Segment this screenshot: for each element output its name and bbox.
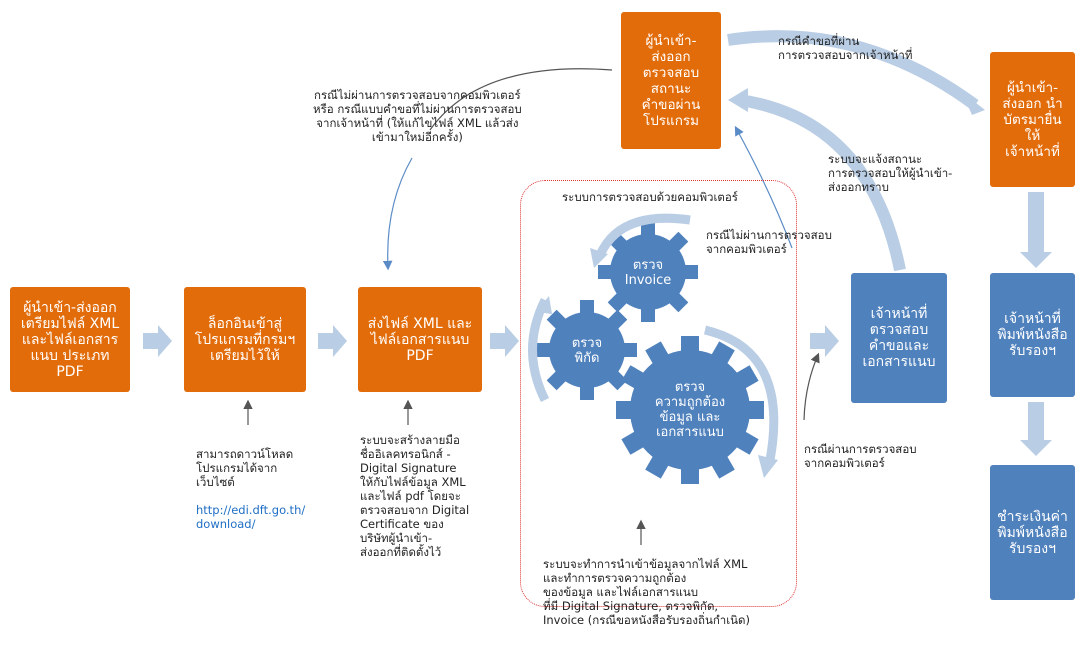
box-importer-prepare: ผู้นำเข้า-ส่งออก เตรียมไฟล์ XML และไฟล์เ…	[10, 287, 130, 392]
gear-invoice-icon	[598, 222, 698, 322]
import-note: ระบบจะทำการนำเข้าข้อมูลจากไฟล์ XML และทำ…	[543, 557, 750, 627]
system-notify-note: ระบบจะแจ้งสถานะ การตรวจสอบให้ผู้นำเข้า- …	[828, 152, 953, 194]
box-login: ล็อกอินเข้าสู่ โปรแกรมที่กรมฯ เตรียมไว้ใ…	[184, 287, 306, 392]
box-pay-fee: ชำระเงินค่า พิมพ์หนังสือ รับรองฯ	[990, 465, 1075, 600]
flow-arrows	[143, 192, 1052, 456]
gear-tariff-icon	[537, 300, 637, 400]
computer-pass-note: กรณีผ่านการตรวจสอบ จากคอมพิวเตอร์	[804, 442, 917, 470]
computer-check-region	[520, 180, 797, 607]
gear-group	[537, 222, 764, 484]
box-bring-card: ผู้นำเข้า- ส่งออก นำ บัตรมายื่น ให้ เจ้า…	[990, 52, 1075, 187]
download-text: สามารถดาวน์โหลด โปรแกรมได้จาก เว็บไซต์	[196, 447, 294, 489]
gear-tariff-label: ตรวจ พิกัด	[571, 336, 603, 366]
box-check-status: ผู้นำเข้า- ส่งออก ตรวจสอบ สถานะ คำขอผ่าน…	[621, 12, 721, 149]
computer-fail-note: กรณีไม่ผ่านการตรวจสอบ จากคอมพิวเตอร์	[706, 228, 832, 256]
officer-pass-note: กรณีคำขอที่ผ่าน การตรวจสอบจากเจ้าหน้าที่	[778, 34, 913, 62]
computer-system-title: ระบบการตรวจสอบด้วยคอมพิวเตอร์	[562, 190, 738, 204]
box-officer-print: เจ้าหน้าที่ พิมพ์หนังสือ รับรองฯ	[990, 273, 1075, 397]
signature-note: ระบบจะสร้างลายมือ ชื่ออิเลคทรอนิกส์ - Di…	[360, 433, 470, 559]
box-officer-check: เจ้าหน้าที่ ตรวจสอบ คำขอและ เอกสารแนบ	[851, 273, 947, 403]
box-send-files: ส่งไฟล์ XML และ ไฟล์เอกสารแนบ PDF	[358, 287, 482, 392]
gear-invoice-label: ตรวจ Invoice	[624, 258, 672, 288]
download-link[interactable]: http://edi.dft.go.th/ download/	[196, 503, 306, 531]
download-note: สามารถดาวน์โหลด โปรแกรมได้จาก เว็บไซต์ h…	[196, 433, 305, 531]
gear-accuracy-label: ตรวจ ความถูกต้อง ข้อมูล และ เอกสารแนบ	[654, 380, 726, 440]
fail-note: กรณีไม่ผ่านการตรวจสอบจากคอมพิวเตอร์ หรือ…	[313, 88, 522, 144]
gear-accuracy-icon	[616, 336, 764, 484]
